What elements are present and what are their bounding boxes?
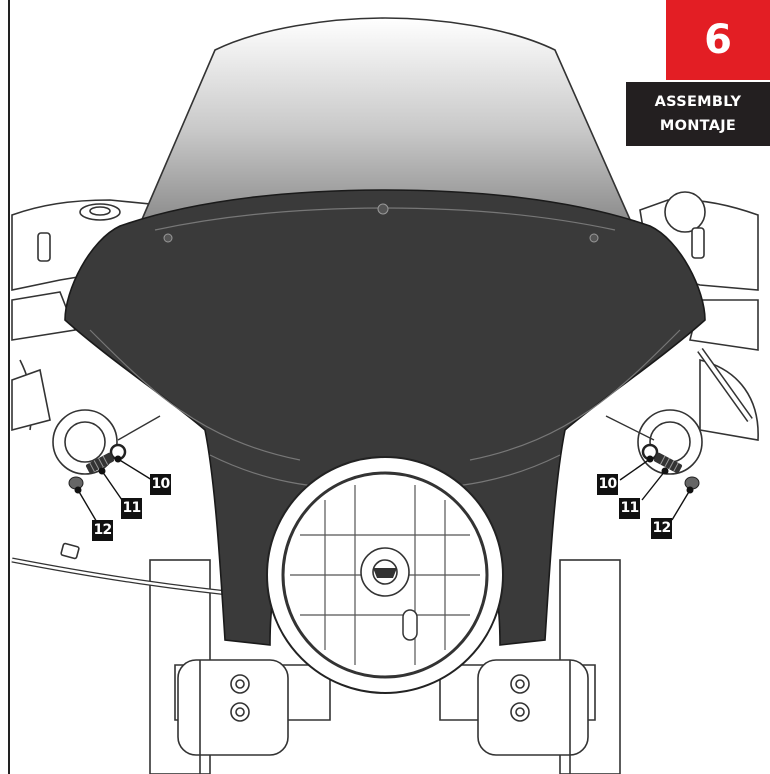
callout-right-11: 11 bbox=[619, 498, 640, 519]
right-hardware bbox=[605, 415, 700, 521]
step-number-badge: 6 bbox=[666, 0, 770, 80]
callout-left-12: 12 bbox=[92, 520, 113, 541]
step-title-spanish: MONTAJE bbox=[659, 118, 737, 134]
callout-left-11: 11 bbox=[121, 498, 142, 519]
left-hardware bbox=[68, 415, 161, 525]
windshield bbox=[138, 17, 634, 225]
step-title-english: ASSEMBLY bbox=[654, 94, 742, 110]
fairing-mount-screws bbox=[163, 203, 599, 243]
callout-right-12: 12 bbox=[651, 518, 672, 539]
headlight bbox=[266, 456, 504, 694]
step-title-badge: ASSEMBLY MONTAJE bbox=[626, 82, 770, 146]
callout-left-10: 10 bbox=[150, 474, 171, 495]
handlebar-controls bbox=[11, 191, 759, 774]
fairing-body bbox=[64, 189, 706, 646]
callout-right-10: 10 bbox=[597, 474, 618, 495]
step-number: 6 bbox=[704, 17, 732, 63]
